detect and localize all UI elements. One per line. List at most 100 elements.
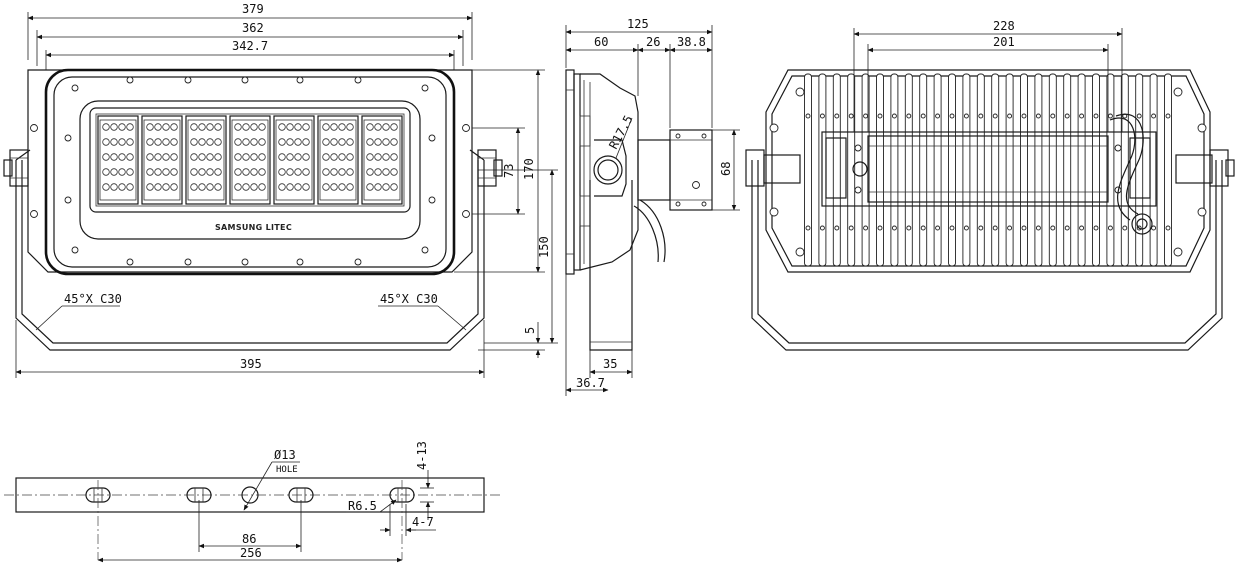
fin (919, 73, 928, 267)
fin (1020, 73, 1028, 267)
fin (962, 73, 971, 267)
dim-r17-5-label: R17.5 (606, 113, 635, 151)
fin (847, 73, 856, 267)
bracket-bar (15, 477, 485, 513)
center-hole (241, 486, 259, 504)
dim-26-label: 26 (646, 35, 660, 49)
dim-86: 86 (198, 500, 302, 552)
dim-hole-dia: Ø13 (274, 448, 296, 462)
dim-hole: Ø13 HOLE (243, 448, 300, 511)
dim-36-7-label: 36.7 (576, 376, 605, 390)
heatsink-fins (804, 73, 1172, 267)
dim-201: 201 (867, 35, 1109, 132)
dim-38-8-label: 38.8 (677, 35, 706, 49)
dim-68-label: 68 (719, 162, 733, 176)
dim-26: 26 (637, 35, 671, 128)
dim-342-7: 342.7 (45, 39, 455, 70)
dim-170-label: 170 (522, 158, 536, 180)
fin (1063, 73, 1072, 267)
fin (1092, 73, 1100, 267)
dim-5: 5 (478, 322, 545, 358)
dim-379-label: 379 (242, 2, 264, 16)
rear-driver-plate (821, 131, 1157, 207)
side-bracket (589, 180, 633, 351)
fin (933, 73, 942, 267)
dim-hole-label: HOLE (276, 465, 298, 475)
rear-bracket (751, 160, 1223, 351)
led-module-array (97, 115, 403, 205)
front-bracket (15, 160, 485, 351)
dim-68: 68 (712, 129, 740, 211)
dim-342-7-label: 342.7 (232, 39, 268, 53)
dim-256-label: 256 (240, 546, 262, 560)
led-module (97, 115, 139, 205)
front-housing (44, 68, 456, 276)
dim-35: 35 (589, 350, 633, 378)
dim-150: 150 (478, 169, 558, 344)
dim-228-label: 228 (993, 19, 1015, 33)
fin (1106, 73, 1115, 267)
bracket-bar-view: Ø13 HOLE 4-13 R6.5 4-7 (4, 441, 500, 563)
dim-4-7: 4-7 (380, 504, 436, 536)
dim-73: 73 (472, 127, 525, 215)
fin (890, 73, 899, 267)
dim-60: 60 (565, 35, 639, 96)
dim-38-8: 38.8 (669, 35, 713, 53)
led-module (273, 115, 315, 205)
side-driver-box (637, 129, 713, 211)
led-module (141, 115, 183, 205)
led-module (185, 115, 227, 205)
dim-395: 395 (15, 320, 485, 378)
side-body (579, 73, 639, 271)
dim-60-label: 60 (594, 35, 608, 49)
chamfer-left: 45°X C30 (35, 292, 122, 331)
fin (1135, 73, 1144, 267)
dim-170: 170 (454, 69, 545, 273)
fin (976, 73, 985, 267)
dim-r6-5: R6.5 (346, 499, 397, 513)
dim-125: 125 (565, 17, 713, 128)
chamfer-left-label: 45°X C30 (64, 292, 122, 306)
dim-73-label: 73 (502, 164, 516, 178)
fin (1034, 73, 1043, 267)
dim-86-label: 86 (242, 532, 256, 546)
fin (904, 73, 913, 267)
dim-150-label: 150 (537, 236, 551, 258)
dim-395-label: 395 (240, 357, 262, 371)
dim-228: 228 (853, 19, 1123, 132)
fin (1005, 73, 1014, 267)
dim-5-label: 5 (523, 327, 537, 334)
fin (1077, 73, 1086, 267)
dim-256: 256 (97, 546, 403, 563)
dim-362: 362 (36, 21, 464, 66)
dim-35-label: 35 (603, 357, 617, 371)
front-screws (64, 76, 436, 266)
dim-362-label: 362 (242, 21, 264, 35)
fin (804, 73, 812, 267)
dim-r17-5: R17.5 (606, 113, 636, 159)
fin (832, 73, 841, 267)
side-view: 125 60 26 38.8 R17.5 68 (565, 17, 740, 396)
led-module (361, 115, 403, 205)
dim-4-7-label: 4-7 (412, 515, 434, 529)
dim-125-label: 125 (627, 17, 649, 31)
front-view: SAMSUNG LITEC 379 362 342.7 73 (3, 2, 558, 378)
rear-view: 228 201 (745, 19, 1235, 351)
dim-4-13-label: 4-13 (415, 441, 429, 470)
chamfer-right: 45°X C30 (378, 292, 467, 331)
dim-379: 379 (27, 2, 473, 60)
dim-201-label: 201 (993, 35, 1015, 49)
fin (1164, 73, 1172, 267)
chamfer-right-label: 45°X C30 (380, 292, 438, 306)
fin (861, 73, 870, 267)
fin (948, 73, 956, 267)
brand-label: SAMSUNG LITEC (215, 223, 292, 232)
dim-4-13: 4-13 (415, 441, 434, 520)
dim-r6-5-label: R6.5 (348, 499, 377, 513)
led-module (317, 115, 359, 205)
right-pivot (477, 149, 503, 187)
dim-36-7: 36.7 (565, 274, 609, 396)
fin (876, 73, 884, 267)
fin (1048, 73, 1057, 267)
